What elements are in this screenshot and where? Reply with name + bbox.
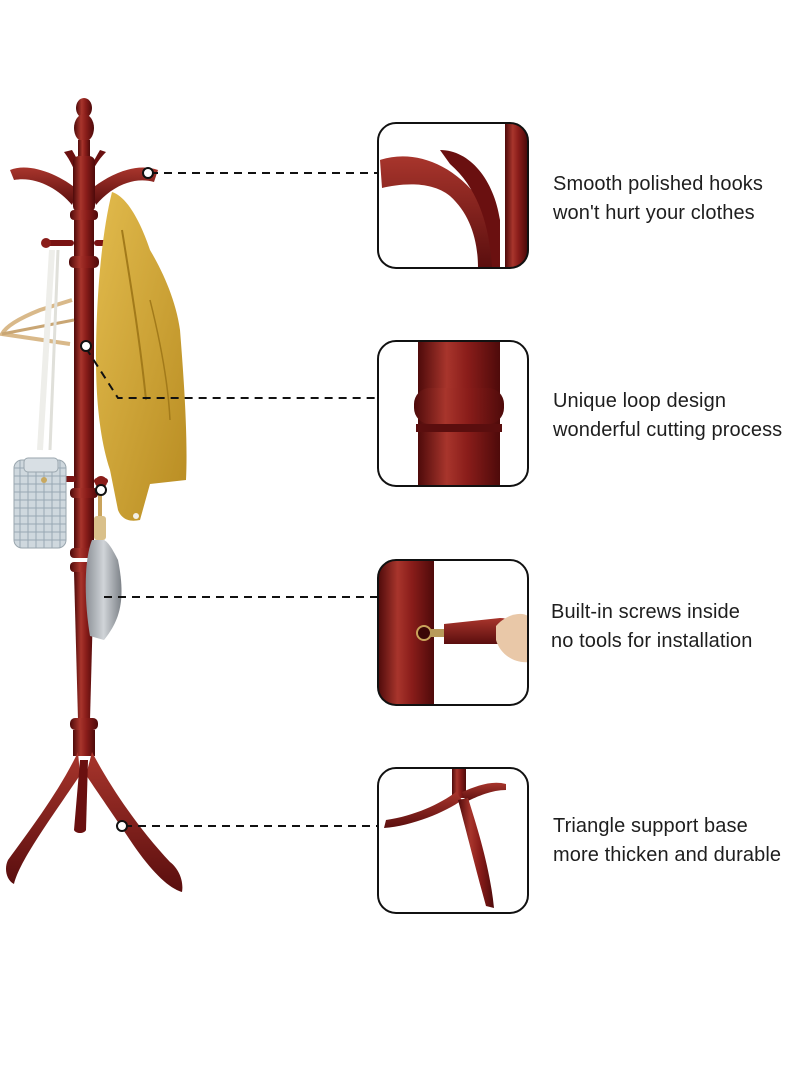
- feature-base-line2: more thicken and durable: [553, 844, 782, 866]
- coat-image: [96, 192, 187, 521]
- feature-text-base: Triangle support base more thicken and d…: [553, 812, 781, 870]
- hanger-image: [0, 298, 75, 346]
- feature-hooks-line1: Smooth polished hooks: [553, 173, 764, 195]
- feature-base-line1: Triangle support base: [553, 815, 748, 837]
- feature-text-loop: Unique loop design wonderful cutting pro…: [553, 387, 782, 445]
- feature-text-hooks: Smooth polished hooks won't hurt your cl…: [553, 170, 763, 228]
- leader-dots: [80, 167, 154, 832]
- feature-screw-line1: Built-in screws inside: [551, 601, 740, 623]
- feature-loop-line2: wonderful cutting process: [553, 419, 783, 441]
- umbrella-image: [85, 488, 122, 640]
- leader-lines: [85, 172, 378, 827]
- feature-hooks-line2: won't hurt your clothes: [553, 202, 755, 224]
- callout-loop: [377, 340, 529, 487]
- feature-screw-line2: no tools for installation: [551, 630, 753, 652]
- coat-rack-image: [6, 98, 183, 892]
- feature-text-screw: Built-in screws inside no tools for inst…: [551, 598, 753, 656]
- callout-hooks: [377, 122, 529, 269]
- handbag-image: [13, 249, 67, 549]
- callout-base: [377, 767, 529, 914]
- feature-loop-line1: Unique loop design: [553, 390, 727, 412]
- callout-screw: [377, 559, 529, 706]
- leader-line-loop: [85, 347, 378, 399]
